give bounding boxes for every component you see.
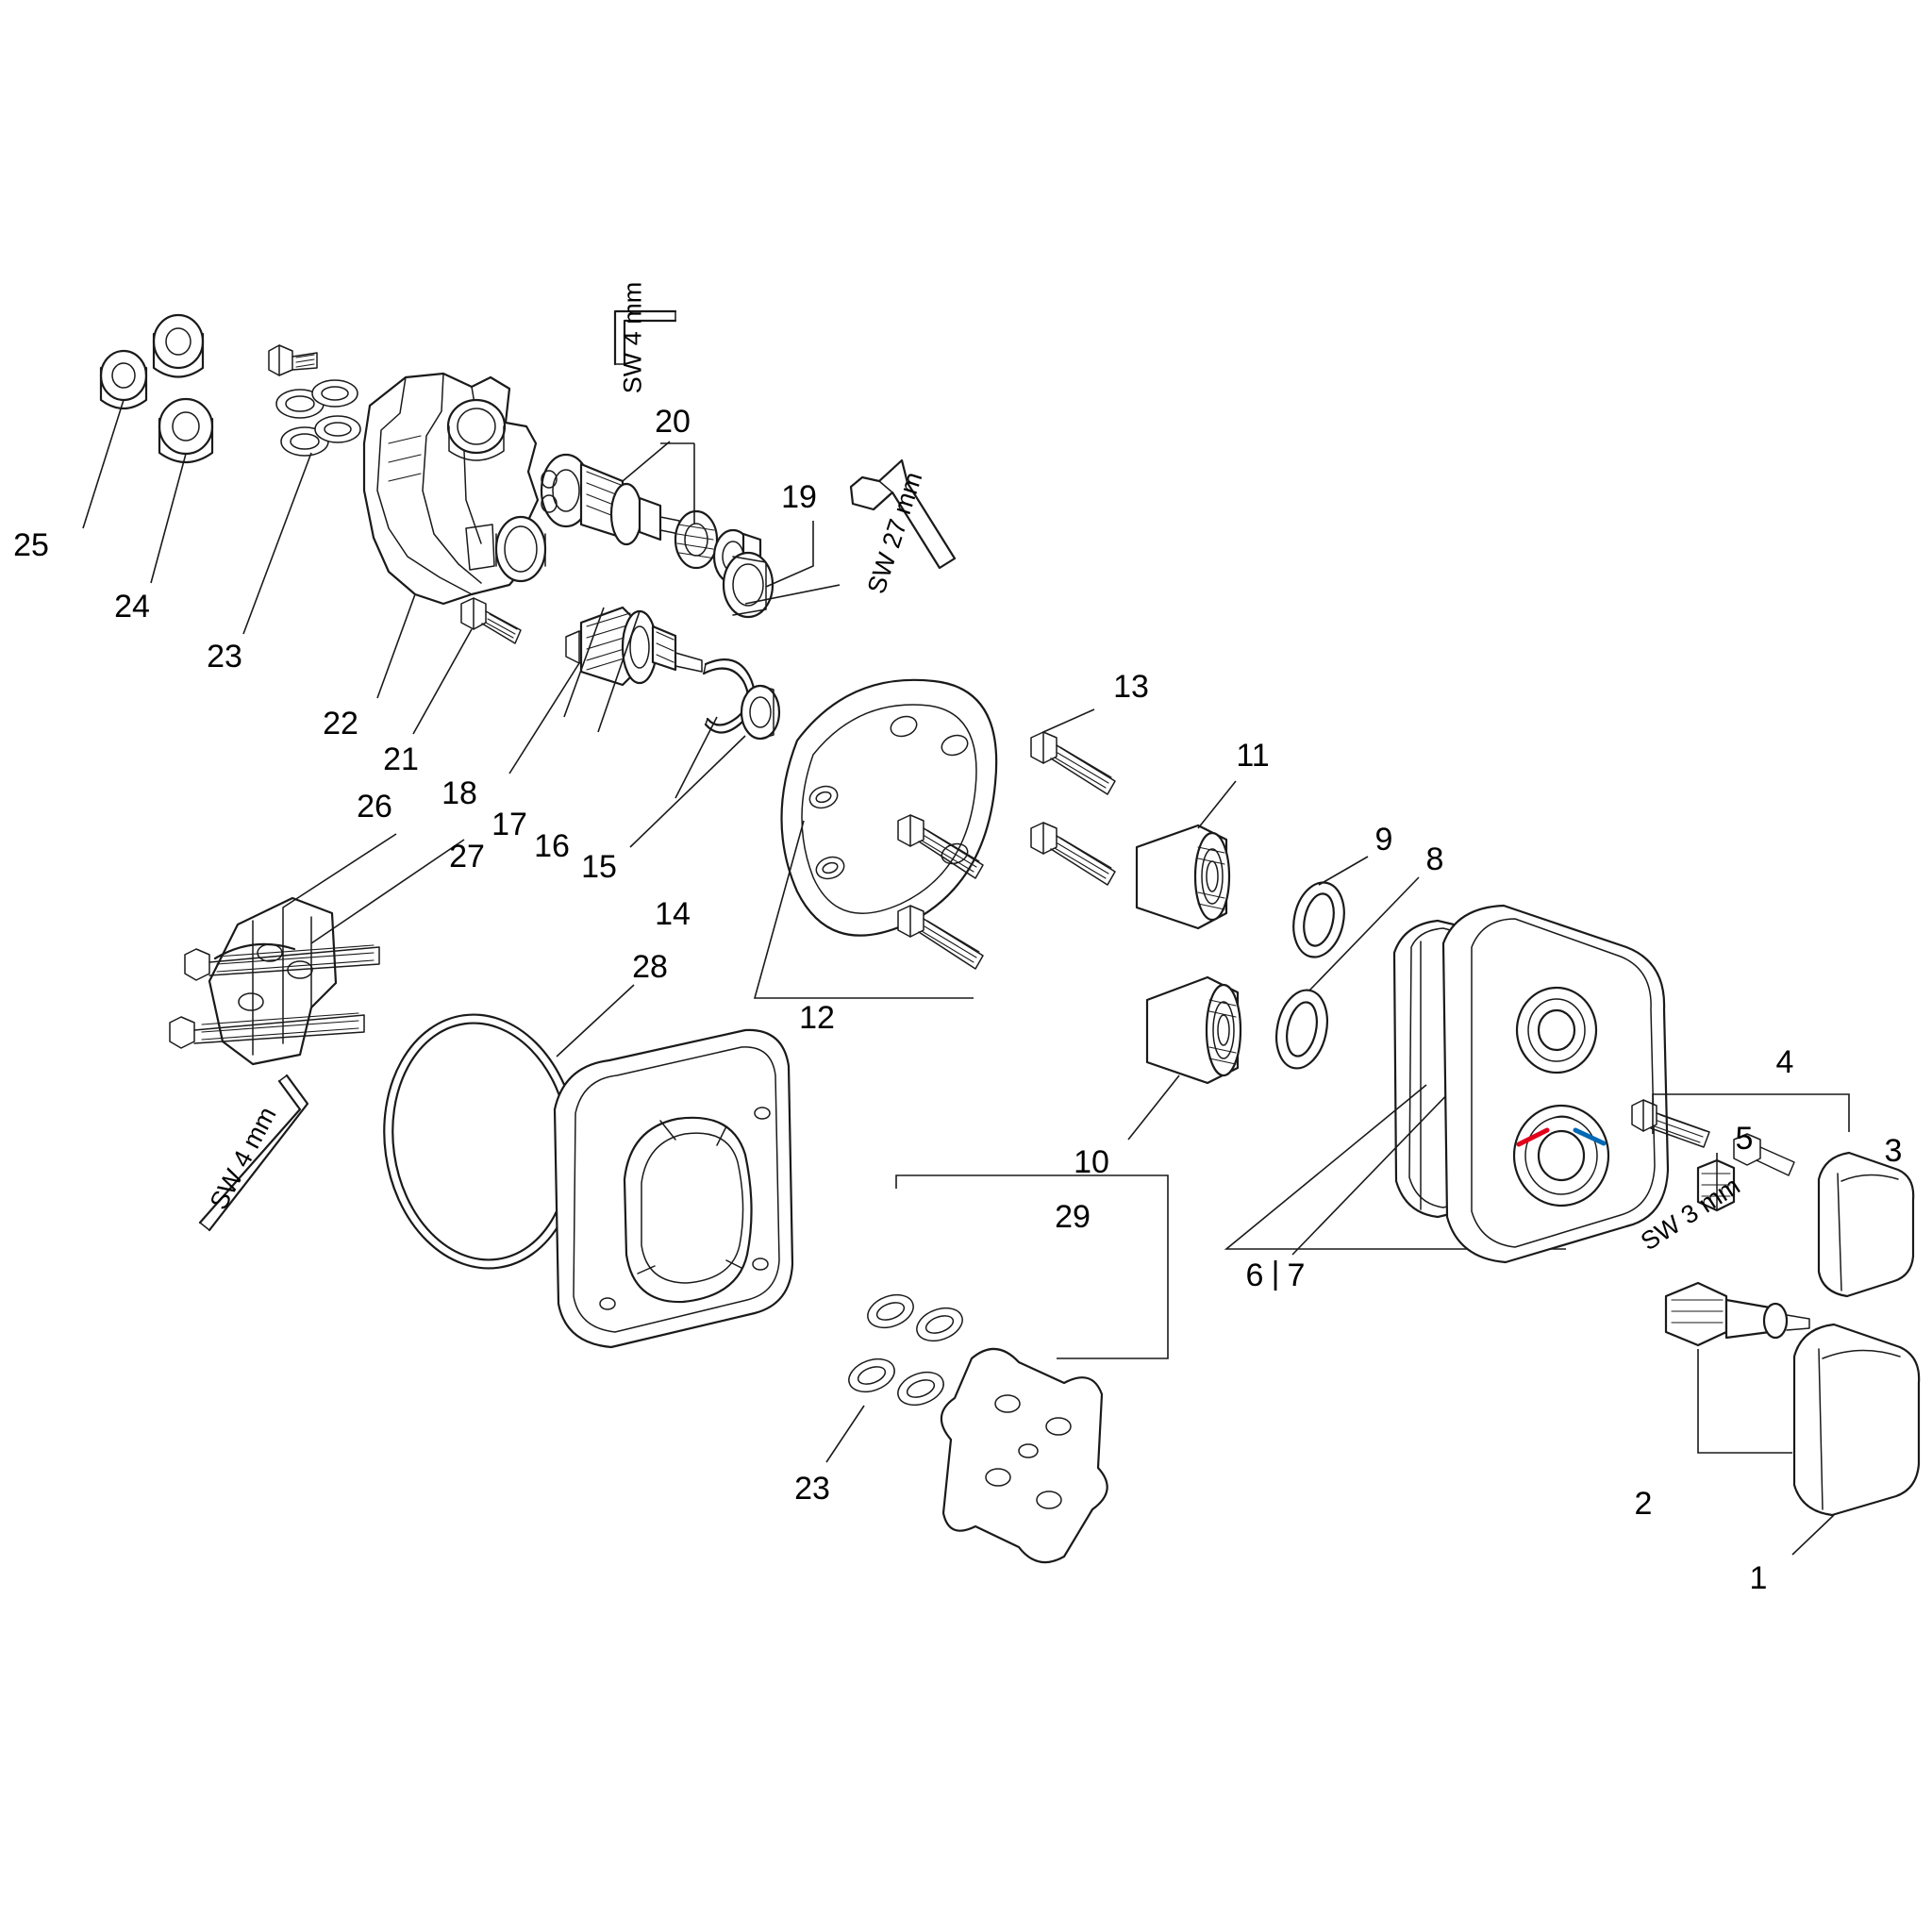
part-24-bushings <box>150 313 214 584</box>
part-5-sleeve-nut <box>1696 1153 1736 1212</box>
part-23-oring-set-bottom <box>825 1293 963 1463</box>
callout-11: 11 <box>1236 738 1270 774</box>
tool-hex-key-4mm-lower <box>198 1074 309 1232</box>
part-gasket-plate-bottom <box>940 1347 1108 1564</box>
part-27-mounting-bracket <box>169 833 465 1066</box>
part-25-bushing <box>82 349 148 529</box>
callout-28: 28 <box>632 949 668 985</box>
callout-23-top: 23 <box>207 639 242 675</box>
part-14-retaining-clip <box>675 658 756 799</box>
callout-1: 1 <box>1749 1560 1768 1596</box>
callout-3: 3 <box>1884 1133 1903 1169</box>
part-17-16-15-thermo-cartridge <box>563 606 703 733</box>
part-15-ring <box>629 684 781 848</box>
part-2-spindle-extension <box>1664 1281 1810 1454</box>
callout-6: 6 <box>1245 1257 1264 1293</box>
part-26-screw-top <box>268 344 318 376</box>
callout-25: 25 <box>13 527 49 563</box>
callout-13: 13 <box>1113 669 1149 705</box>
part-11-extension-sleeve <box>1135 780 1237 930</box>
callout-18: 18 <box>441 775 477 811</box>
callout-22: 22 <box>323 706 358 741</box>
callout-16: 16 <box>534 828 570 864</box>
part-29-trim-ring <box>553 1028 1169 1359</box>
part-1-handle-cap-large <box>1791 1323 1921 1556</box>
callout-17: 17 <box>491 807 527 842</box>
part-18-screw <box>508 630 593 774</box>
part-3-handle-cap <box>1817 1151 1915 1298</box>
callout-separator: | <box>1271 1256 1280 1291</box>
part-22-valve-body <box>362 372 547 699</box>
callout-2: 2 <box>1634 1486 1653 1522</box>
callout-24: 24 <box>114 589 150 625</box>
part-20-cartridge-upper <box>540 441 719 570</box>
part-12-mounting-plate <box>753 678 998 999</box>
callout-12: 12 <box>799 1000 835 1036</box>
callout-7: 7 <box>1287 1257 1306 1293</box>
callout-10: 10 <box>1074 1144 1109 1180</box>
callout-8: 8 <box>1425 841 1444 877</box>
callout-9: 9 <box>1374 822 1393 858</box>
part-21-screw <box>412 597 522 735</box>
part-19-sleeve-cap <box>712 521 814 619</box>
callout-26: 26 <box>357 789 392 824</box>
part-13-long-screws <box>897 708 1116 970</box>
callout-5: 5 <box>1735 1121 1754 1157</box>
callout-29: 29 <box>1055 1199 1091 1235</box>
callout-4: 4 <box>1775 1044 1794 1080</box>
part-trim-escutcheon <box>1441 904 1670 1264</box>
callout-21: 21 <box>383 741 419 777</box>
callout-27: 27 <box>449 839 485 874</box>
tool-hex-key-4mm-top <box>613 309 677 366</box>
tool-spanner-27mm <box>744 458 957 605</box>
callout-14: 14 <box>655 896 691 932</box>
callout-19: 19 <box>781 479 817 515</box>
part-9-washer <box>1292 856 1369 958</box>
tool-label-sw4mm-top: SW 4 mm <box>618 281 647 394</box>
callout-23-bottom: 23 <box>794 1471 830 1507</box>
part-10-extension-sleeve <box>1127 975 1242 1141</box>
part-23-oring-set-top <box>242 379 361 635</box>
callout-15: 15 <box>581 849 617 885</box>
part-4-screw <box>1631 1093 1850 1176</box>
callout-20: 20 <box>655 404 691 440</box>
part-8-washer <box>1275 876 1420 1070</box>
